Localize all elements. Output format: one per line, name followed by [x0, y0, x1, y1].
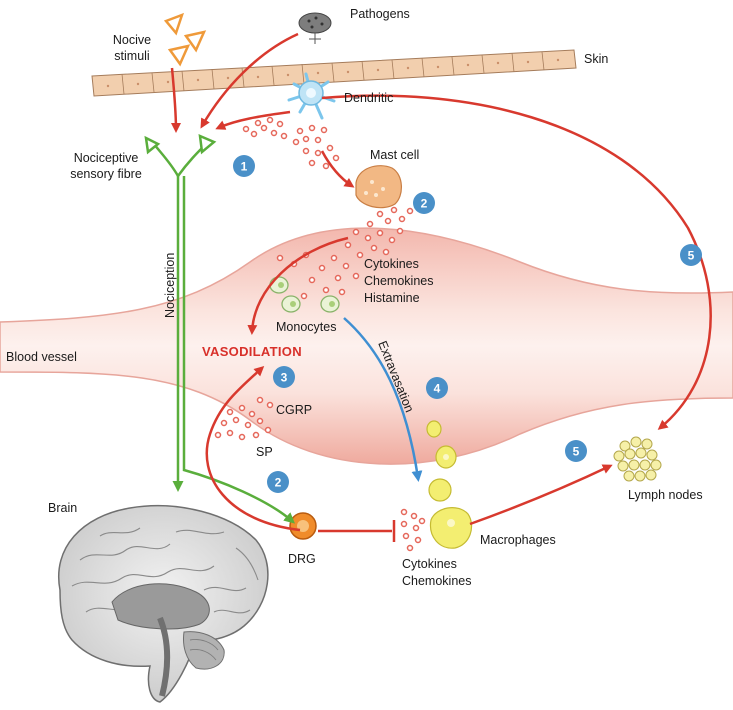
cytokine-particles: [214, 116, 426, 552]
label-blood-vessel: Blood vessel: [6, 350, 77, 364]
step-badge-4: 4: [426, 377, 448, 399]
label-vasodilation: VASODILATION: [202, 344, 302, 359]
brain-icon: [58, 505, 269, 703]
label-drg: DRG: [288, 552, 316, 566]
label-chemokines-2: Chemokines: [402, 574, 471, 588]
monocytes-icon: [269, 276, 340, 313]
label-cgrp: CGRP: [276, 403, 312, 417]
label-nocive-2: stimuli: [114, 49, 149, 63]
nociceptive-fibre: [144, 133, 296, 524]
blood-vessel-shape: [0, 227, 733, 465]
label-lymph-nodes: Lymph nodes: [628, 488, 703, 502]
label-nociceptive-1: Nociceptive: [74, 151, 139, 165]
step-badge-5-right: 5: [680, 244, 702, 266]
svg-text:2: 2: [275, 476, 282, 490]
label-pathogens: Pathogens: [350, 7, 410, 21]
svg-text:1: 1: [241, 160, 248, 174]
step-badge-3: 3: [273, 366, 295, 388]
svg-text:4: 4: [434, 382, 441, 396]
label-cytokines-1: Cytokines: [364, 257, 419, 271]
label-nociception: Nociception: [163, 253, 177, 318]
pathogen-icon: [298, 12, 332, 44]
step-badge-2-drg: 2: [267, 471, 289, 493]
label-macrophages: Macrophages: [480, 533, 556, 547]
svg-text:2: 2: [421, 197, 428, 211]
label-dendritic: Dendritic: [344, 91, 393, 105]
label-monocytes: Monocytes: [276, 320, 336, 334]
step-badge-5-lymph: 5: [565, 440, 587, 462]
extravasation-arrow: [343, 317, 423, 482]
label-nocive-1: Nocive: [113, 33, 151, 47]
label-brain: Brain: [48, 501, 77, 515]
label-histamine: Histamine: [364, 291, 420, 305]
skin-layer: [91, 49, 577, 97]
macrophages-icon: [426, 420, 473, 549]
svg-text:5: 5: [688, 249, 695, 263]
step-badge-1: 1: [233, 155, 255, 177]
label-nociceptive-2: sensory fibre: [70, 167, 142, 181]
label-chemokines-1: Chemokines: [364, 274, 433, 288]
red-arrows: [170, 32, 712, 542]
svg-text:3: 3: [281, 371, 288, 385]
drg-icon: [289, 512, 317, 540]
svg-text:5: 5: [573, 445, 580, 459]
label-skin: Skin: [584, 52, 608, 66]
mast-cell-icon: [355, 165, 402, 209]
label-cytokines-2: Cytokines: [402, 557, 457, 571]
nocive-stimuli-icon: [163, 12, 207, 67]
lymph-nodes-icon: [613, 436, 662, 482]
label-sp: SP: [256, 445, 273, 459]
step-badge-2-mast: 2: [413, 192, 435, 214]
label-mast-cell: Mast cell: [370, 148, 419, 162]
